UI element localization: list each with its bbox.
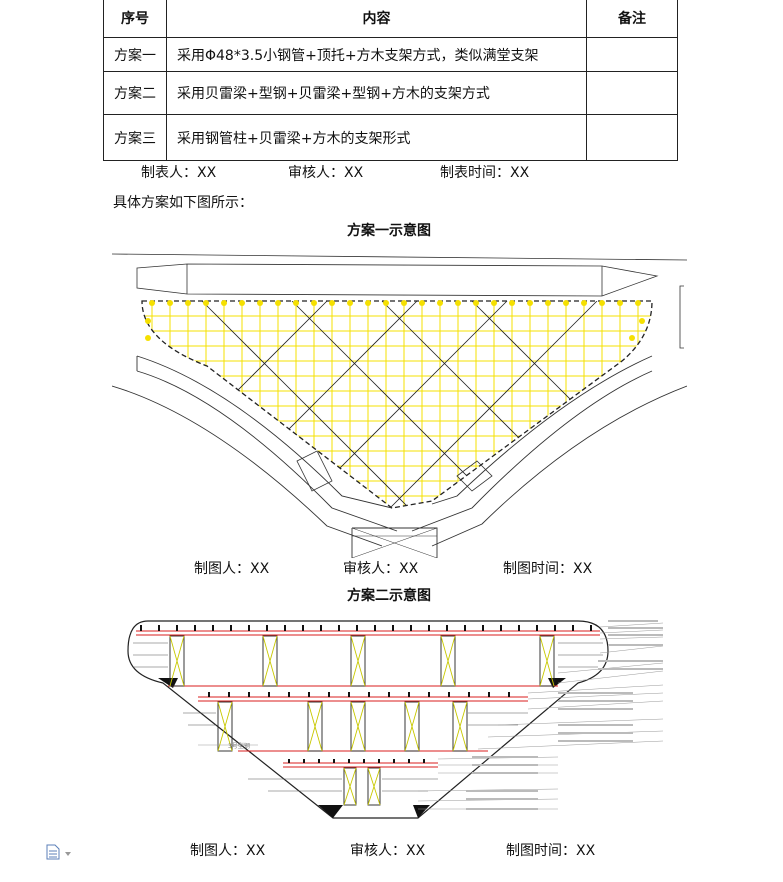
figure1-reviewer: 审核人：XX <box>343 561 419 577</box>
row-no: 方案二 <box>103 71 167 115</box>
row-content: 采用钢管柱+贝雷梁+方木的支架形式 <box>166 114 587 161</box>
figure2-left-label: 3号型钢 <box>228 742 250 750</box>
table-time: 制表时间：XX <box>440 165 530 181</box>
figure1-time: 制图时间：XX <box>503 561 593 577</box>
header-note: 备注 <box>586 0 678 38</box>
table-maker: 制表人：XX <box>141 165 217 181</box>
figure2-maker: 制图人：XX <box>190 843 266 859</box>
table-row: 方案二 采用贝雷梁+型钢+贝雷梁+型钢+方木的支架方式 <box>103 71 678 115</box>
row-no: 方案三 <box>103 114 167 161</box>
figure1-drawing <box>112 253 687 558</box>
intro-text: 具体方案如下图所示： <box>113 195 253 211</box>
row-note <box>586 71 678 115</box>
figure2-time: 制图时间：XX <box>506 843 596 859</box>
figure2-reviewer: 审核人：XX <box>350 843 426 859</box>
row-note <box>586 37 678 72</box>
table-reviewer: 审核人：XX <box>288 165 364 181</box>
row-note <box>586 114 678 161</box>
figure1-title: 方案一示意图 <box>347 223 431 239</box>
document-icon[interactable] <box>46 844 71 860</box>
table-row: 方案一 采用Φ48*3.5小钢管+顶托+方木支架方式，类似满堂支架 <box>103 37 678 72</box>
header-no: 序号 <box>103 0 167 38</box>
row-content: 采用Φ48*3.5小钢管+顶托+方木支架方式，类似满堂支架 <box>166 37 587 72</box>
figure1-maker: 制图人：XX <box>194 561 270 577</box>
table-header-row: 序号 内容 备注 <box>103 0 678 38</box>
table-row: 方案三 采用钢管柱+贝雷梁+方木的支架形式 <box>103 114 678 161</box>
figure2-title: 方案二示意图 <box>347 588 431 604</box>
figure2-drawing: 3号型钢 <box>127 620 664 819</box>
header-content: 内容 <box>166 0 587 38</box>
scheme-table: 序号 内容 备注 方案一 采用Φ48*3.5小钢管+顶托+方木支架方式，类似满堂… <box>103 0 678 161</box>
row-content: 采用贝雷梁+型钢+贝雷梁+型钢+方木的支架方式 <box>166 71 587 115</box>
row-no: 方案一 <box>103 37 167 72</box>
